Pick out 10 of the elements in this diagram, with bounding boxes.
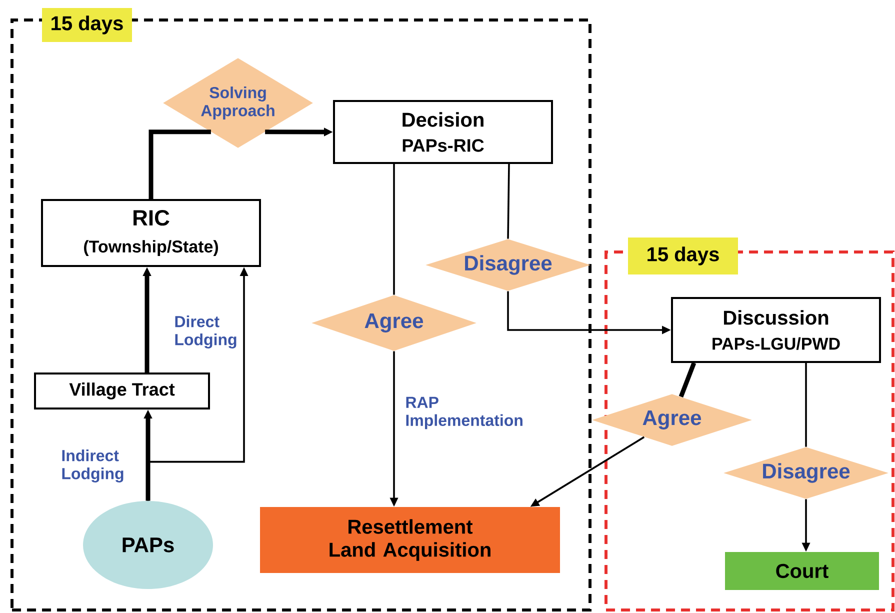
process-box: Discussion PAPs-LGU/PWD [671,297,881,363]
edge-label: RAP Implementation [406,396,522,430]
process-box: Village Tract [34,372,210,410]
edge-label: Direct Lodging [175,316,236,348]
process-box: Court [725,552,879,590]
ellipse-node: PAPs [83,501,213,589]
edge-label: Indirect Lodging [62,450,124,482]
process-box: Resettlement Land Acquisition [260,507,560,573]
process-box: Decision PAPs-RIC [333,100,553,164]
process-box: RIC (Township/State) [41,199,261,267]
